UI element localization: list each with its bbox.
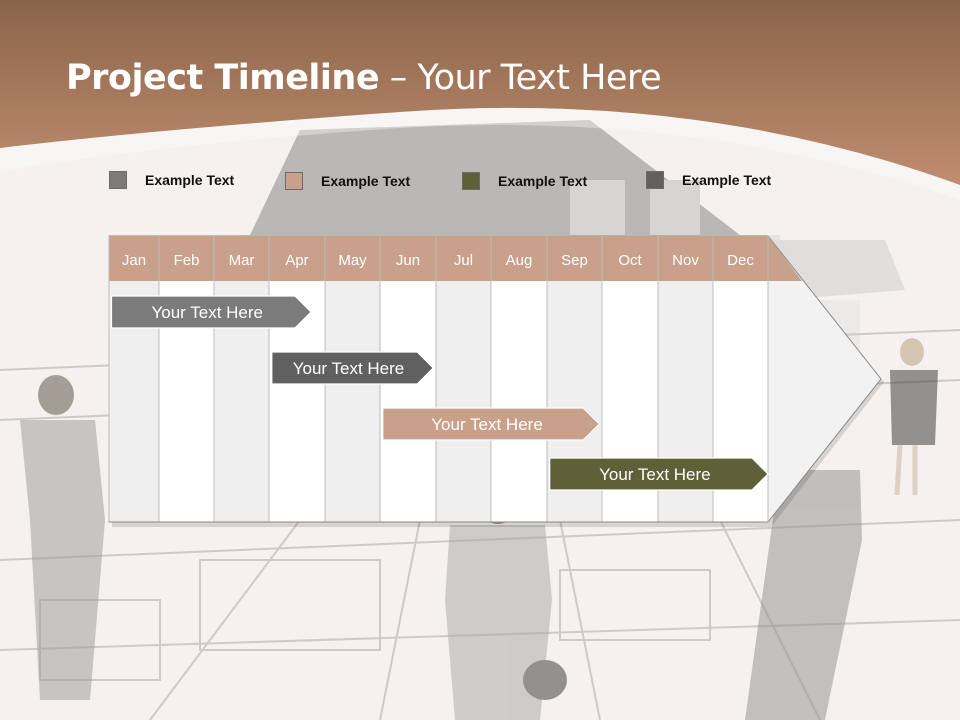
month-label: Apr [285, 252, 308, 269]
task-label: Your Text Here [151, 303, 263, 322]
month-label: Nov [672, 252, 699, 269]
legend-swatch [646, 171, 664, 189]
task-label: Your Text Here [431, 415, 543, 434]
task-label: Your Text Here [293, 359, 405, 378]
task-bar [110, 295, 312, 329]
task-bar [549, 457, 769, 491]
month-column [380, 281, 436, 522]
legend-label: Example Text [321, 173, 411, 189]
month-label: Mar [229, 252, 255, 269]
title-bold: Project Timeline [66, 58, 380, 98]
slide-title: Project Timeline – Your Text Here [66, 58, 662, 98]
legend-swatch [285, 172, 303, 190]
task-label: Your Text Here [599, 465, 711, 484]
title-rest: – Your Text Here [379, 58, 662, 98]
header-highlight [0, 107, 960, 200]
month-label: May [338, 252, 367, 269]
legend-swatch [462, 172, 480, 190]
legend-item: Example Text [462, 171, 587, 191]
task-bar [271, 351, 435, 385]
month-label: Sep [561, 252, 588, 269]
month-column [436, 281, 491, 522]
people-illustration [20, 338, 938, 720]
month-header-band [109, 236, 802, 281]
month-label: Jun [396, 252, 420, 269]
month-label: Jul [454, 252, 473, 269]
legend-item: Example Text [285, 171, 410, 191]
legend-swatch [109, 171, 127, 189]
legend-item: Example Text [109, 170, 234, 190]
month-label: Oct [618, 252, 642, 269]
task-bar [382, 407, 601, 441]
header-band [0, 0, 960, 185]
month-column [491, 281, 547, 522]
month-column [325, 281, 380, 522]
legend-item: Example Text [646, 170, 771, 190]
legend-label: Example Text [498, 173, 588, 189]
legend-label: Example Text [682, 172, 772, 188]
month-label: Aug [506, 252, 533, 269]
month-label: Jan [122, 252, 146, 269]
month-label: Dec [727, 252, 754, 269]
legend-label: Example Text [145, 172, 235, 188]
month-label: Feb [174, 252, 200, 269]
